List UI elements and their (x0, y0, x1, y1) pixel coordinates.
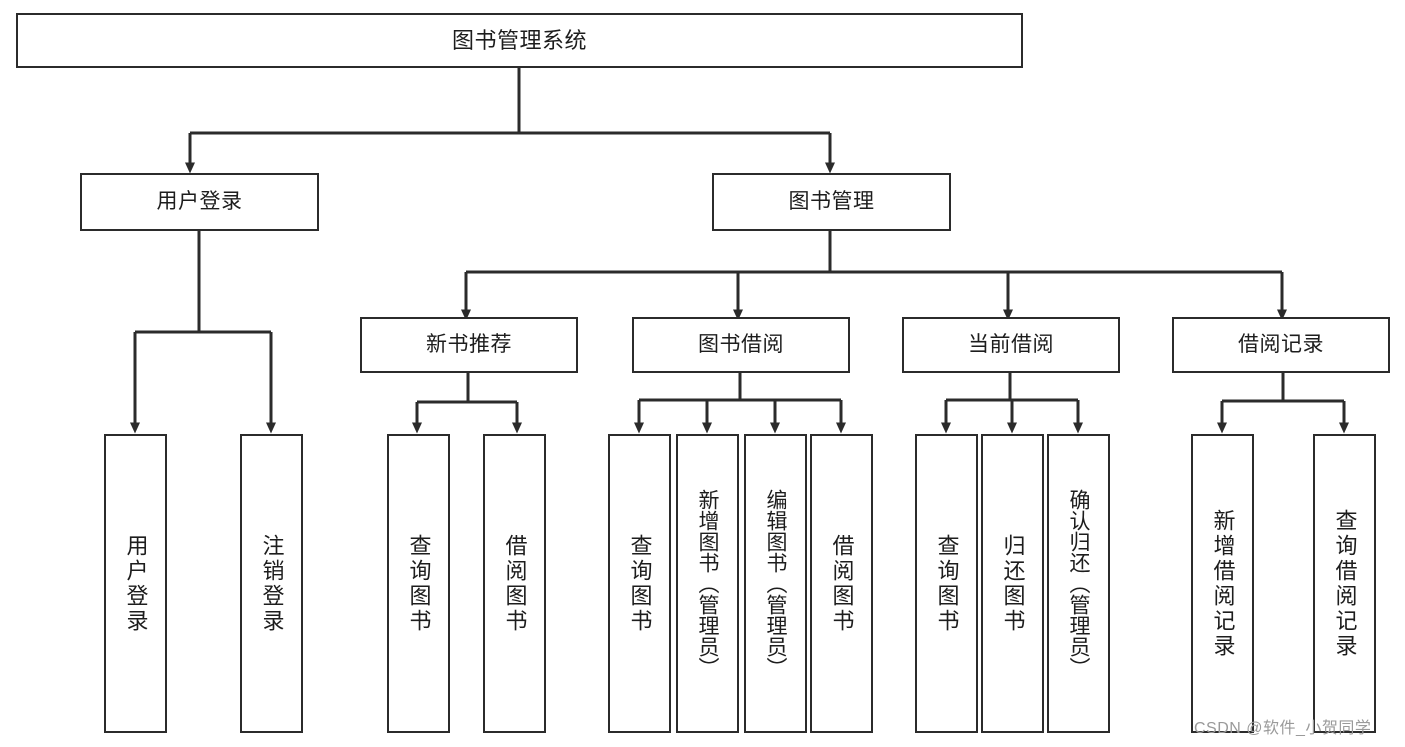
node-label: 归还图书 (1000, 533, 1026, 634)
node-label: 新书推荐 (426, 332, 512, 356)
node-label: 查询借阅记录 (1332, 508, 1358, 659)
node-new-book-recommend[interactable]: 新书推荐 (360, 317, 578, 373)
watermark: CSDN @软件_小贺同学 (1194, 720, 1372, 737)
leaf-add-borrow-record[interactable]: 新增借阅记录 (1191, 434, 1254, 733)
node-label: 图书借阅 (698, 332, 784, 356)
node-label: 新增图书（管理员） (696, 489, 719, 678)
leaf-return-book[interactable]: 归还图书 (981, 434, 1044, 733)
leaf-logout-login[interactable]: 注销登录 (240, 434, 303, 733)
leaf-borrow-book-borrow[interactable]: 借阅图书 (810, 434, 873, 733)
node-label: 注销登录 (259, 533, 285, 634)
node-user-login[interactable]: 用户登录 (80, 173, 319, 231)
node-label: 借阅图书 (502, 533, 528, 634)
leaf-query-book-current[interactable]: 查询图书 (915, 434, 978, 733)
leaf-user-login[interactable]: 用户登录 (104, 434, 167, 733)
node-label: 当前借阅 (968, 332, 1054, 356)
node-current-borrow[interactable]: 当前借阅 (902, 317, 1120, 373)
node-label: 借阅记录 (1238, 332, 1324, 356)
node-label: 编辑图书（管理员） (764, 489, 787, 678)
node-book-borrow[interactable]: 图书借阅 (632, 317, 850, 373)
node-label: 用户登录 (156, 189, 243, 213)
leaf-add-book-admin[interactable]: 新增图书（管理员） (676, 434, 739, 733)
node-borrow-record[interactable]: 借阅记录 (1172, 317, 1390, 373)
leaf-edit-book-admin[interactable]: 编辑图书（管理员） (744, 434, 807, 733)
leaf-query-borrow-record[interactable]: 查询借阅记录 (1313, 434, 1376, 733)
node-label: 查询图书 (934, 533, 960, 634)
node-label: 借阅图书 (829, 533, 855, 634)
node-label: 用户登录 (123, 533, 149, 634)
leaf-query-book-borrow[interactable]: 查询图书 (608, 434, 671, 733)
node-label: 图书管理系统 (451, 27, 587, 53)
node-label: 确认归还（管理员） (1067, 489, 1090, 678)
node-root-system[interactable]: 图书管理系统 (16, 13, 1023, 68)
node-label: 查询图书 (627, 533, 653, 634)
leaf-query-book-recommend[interactable]: 查询图书 (387, 434, 450, 733)
leaf-confirm-return-admin[interactable]: 确认归还（管理员） (1047, 434, 1110, 733)
node-label: 查询图书 (406, 533, 432, 634)
node-book-manage[interactable]: 图书管理 (712, 173, 951, 231)
leaf-borrow-book-recommend[interactable]: 借阅图书 (483, 434, 546, 733)
node-label: 新增借阅记录 (1210, 508, 1236, 659)
node-label: 图书管理 (788, 189, 875, 213)
